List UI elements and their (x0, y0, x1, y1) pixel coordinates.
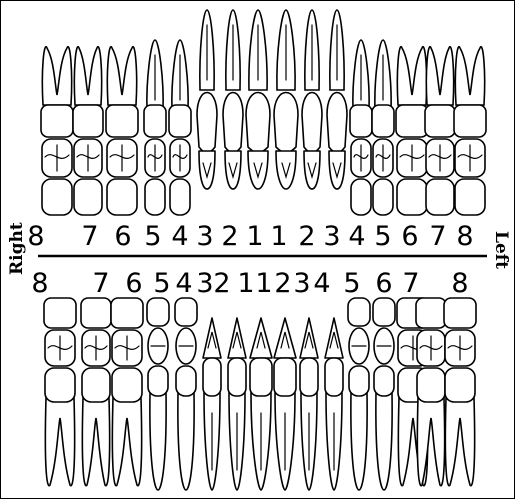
upper-number-16: 8 (456, 221, 473, 252)
lower-number-12: 4 (313, 268, 330, 299)
upper-number-9: 1 (270, 221, 287, 252)
lower-number-14: 6 (375, 268, 392, 299)
upper-tooth-left-2[interactable] (302, 10, 322, 189)
upper-number-6: 3 (196, 221, 213, 252)
upper-number-12: 4 (348, 221, 365, 252)
upper-number-14: 6 (401, 221, 418, 252)
lower-tooth-right-5[interactable] (147, 298, 169, 490)
lower-tooth-right-6[interactable] (111, 298, 143, 486)
upper-tooth-left-7[interactable] (425, 47, 455, 215)
lower-number-10: 2 (274, 268, 291, 299)
lower-number-15: 7 (402, 268, 419, 299)
left-side-label: Left (491, 225, 511, 275)
lower-tooth-right-1[interactable] (250, 318, 272, 490)
lower-tooth-right-8[interactable] (44, 298, 76, 486)
upper-tooth-right-4[interactable] (169, 40, 191, 215)
lower-number-11: 3 (293, 268, 310, 299)
upper-tooth-right-2[interactable] (223, 10, 243, 189)
upper-tooth-left-4[interactable] (350, 40, 372, 215)
lower-tooth-right-7[interactable] (81, 298, 111, 486)
lower-arch (44, 298, 476, 490)
upper-tooth-left-6[interactable] (396, 47, 428, 215)
upper-number-1: 8 (27, 221, 44, 252)
lower-tooth-left-2[interactable] (300, 318, 318, 490)
lower-tooth-left-5[interactable] (373, 298, 395, 490)
lower-tooth-right-4[interactable] (175, 298, 197, 490)
upper-number-5: 4 (171, 221, 188, 252)
upper-tooth-right-1[interactable] (246, 10, 270, 189)
upper-tooth-right-3[interactable] (197, 10, 217, 189)
upper-number-10: 2 (298, 221, 315, 252)
lower-tooth-left-7[interactable] (416, 298, 446, 486)
upper-number-7: 2 (221, 221, 238, 252)
lower-tooth-left-8[interactable] (444, 298, 476, 486)
lower-tooth-left-4[interactable] (348, 298, 370, 490)
upper-tooth-left-5[interactable] (372, 40, 394, 215)
lower-tooth-right-2[interactable] (228, 318, 246, 490)
upper-number-15: 7 (429, 221, 446, 252)
lower-number-9: 1 (255, 268, 272, 299)
lower-tooth-left-3[interactable] (325, 318, 343, 490)
upper-tooth-right-6[interactable] (106, 47, 138, 215)
lower-number-1: 8 (31, 268, 48, 299)
upper-tooth-right-7[interactable] (73, 47, 103, 215)
lower-number-2: 7 (92, 268, 109, 299)
upper-tooth-left-3[interactable] (327, 10, 347, 189)
lower-number-8: 1 (237, 268, 254, 299)
lower-number-5: 4 (175, 268, 192, 299)
upper-tooth-left-8[interactable] (454, 47, 486, 215)
upper-number-8: 1 (246, 221, 263, 252)
upper-number-4: 5 (144, 221, 161, 252)
lower-number-16: 8 (451, 268, 468, 299)
upper-tooth-right-5[interactable] (144, 40, 166, 215)
lower-number-4: 5 (153, 268, 170, 299)
upper-tooth-right-8[interactable] (41, 47, 73, 215)
upper-number-3: 6 (114, 221, 131, 252)
upper-tooth-left-1[interactable] (274, 10, 298, 189)
lower-number-13: 5 (343, 268, 360, 299)
upper-number-13: 5 (374, 221, 391, 252)
lower-number-7: 2 (213, 268, 230, 299)
lower-tooth-left-1[interactable] (274, 318, 296, 490)
lower-number-6: 3 (196, 268, 213, 299)
upper-arch (41, 10, 486, 215)
lower-tooth-right-3[interactable] (203, 318, 221, 490)
upper-number-2: 7 (81, 221, 98, 252)
upper-number-11: 3 (323, 221, 340, 252)
right-side-label: Right (7, 225, 27, 275)
lower-number-3: 6 (125, 268, 142, 299)
